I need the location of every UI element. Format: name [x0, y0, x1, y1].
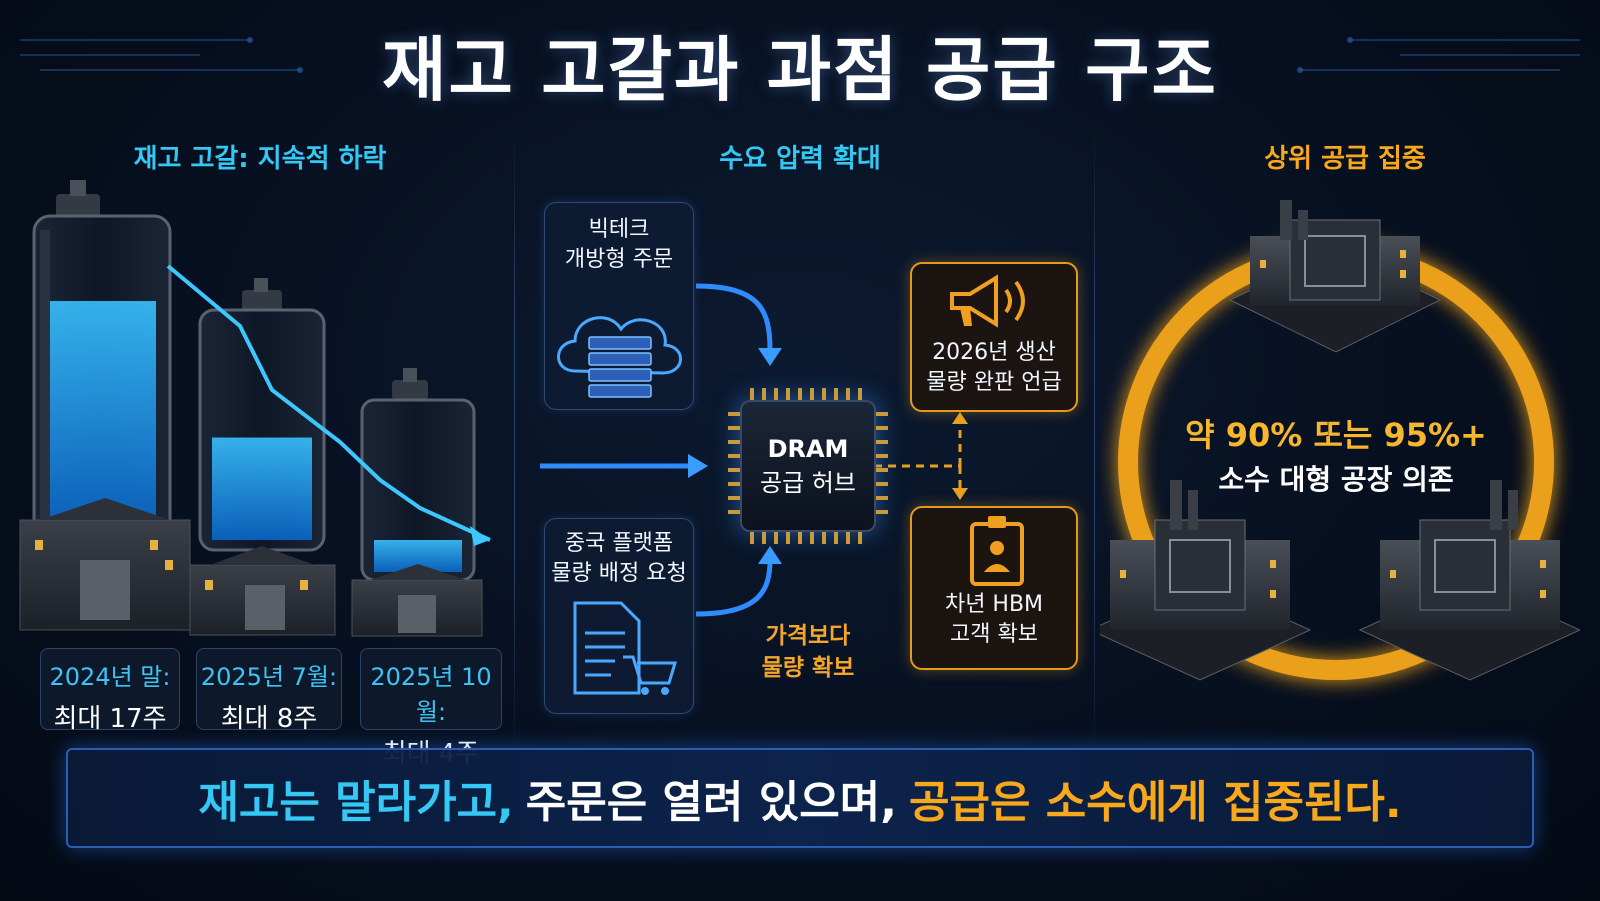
demand-heading: 수요 압력 확대: [719, 144, 881, 174]
banner-part1: 재고는 말라가고,: [198, 777, 514, 828]
inventory-heading: 재고 고갈: 지속적 하락: [133, 144, 387, 174]
tank-3-period: 2025년 10월:: [370, 663, 492, 726]
cloud-server-icon: [557, 316, 682, 398]
banner-part3: 공급은 소수에게 집중된다.: [908, 777, 1402, 828]
supply-desc: 소수 대형 공장 의존: [1218, 463, 1454, 496]
volume-note: 가격보다 물량 확보: [740, 620, 876, 684]
inventory-tanks-illustration: [19, 180, 491, 637]
tank-2: [189, 278, 336, 636]
megaphone-icon: [950, 274, 1025, 328]
chip-pins: [728, 388, 888, 544]
id-badge-icon: [970, 516, 1024, 586]
tank-label-3: 2025년 10월: 최대 4주: [360, 648, 502, 769]
supply-share: 약 90% 또는 95%+: [1185, 416, 1487, 454]
china-line1: 중국 플랫폼: [564, 531, 674, 556]
flow-connectors: [540, 283, 968, 617]
factory-top: [1228, 200, 1442, 353]
document-cart-icon: [573, 601, 678, 695]
bigtech-line1: 빅테크: [588, 217, 650, 242]
page-title: 재고 고갈과 과점 공급 구조: [382, 29, 1218, 111]
chip-line2: 공급 허브: [760, 469, 856, 497]
summary-banner: 재고는 말라가고, 주문은 열려 있으며, 공급은 소수에게 집중된다.: [66, 748, 1534, 848]
tank-2-value: 최대 8주: [220, 704, 318, 734]
divider-right: [1094, 130, 1095, 740]
chip-line1: DRAM: [767, 435, 849, 463]
divider-left: [514, 130, 515, 740]
supply-ring-illustration: [1100, 200, 1580, 681]
bigtech-line2: 개방형 주문: [564, 247, 674, 272]
tank-label-1: 2024년 말: 최대 17주: [40, 648, 180, 734]
supply-heading: 상위 공급 집중: [1264, 144, 1426, 174]
announce-panel: 2026년 생산 물량 완판 언급: [910, 262, 1078, 412]
banner-part2: 주문은 열려 있으며,: [525, 777, 897, 828]
tank-1: [19, 180, 191, 631]
note-line2: 물량 확보: [761, 655, 855, 681]
announce-line1: 2026년 생산: [932, 340, 1056, 365]
tank-1-value: 최대 17주: [53, 704, 167, 734]
tank-label-2: 2025년 7월: 최대 8주: [196, 648, 342, 734]
announce-line2: 물량 완판 언급: [926, 370, 1062, 395]
note-line1: 가격보다: [765, 623, 851, 649]
bigtech-panel: 빅테크 개방형 주문: [544, 202, 694, 410]
tank-2-period: 2025년 7월:: [200, 663, 338, 691]
tank-3: [351, 368, 483, 637]
dram-chip: DRAM 공급 허브: [740, 400, 876, 532]
china-panel: 중국 플랫폼 물량 배정 요청: [544, 518, 694, 714]
factory-left: [1100, 480, 1312, 681]
china-line2: 물량 배정 요청: [551, 561, 687, 586]
factory-right: [1358, 480, 1580, 681]
tank-1-period: 2024년 말:: [49, 663, 171, 691]
hbm-line1: 차년 HBM: [944, 592, 1044, 617]
hbm-line2: 고객 확보: [950, 622, 1038, 647]
hbm-panel: 차년 HBM 고객 확보: [910, 506, 1078, 670]
